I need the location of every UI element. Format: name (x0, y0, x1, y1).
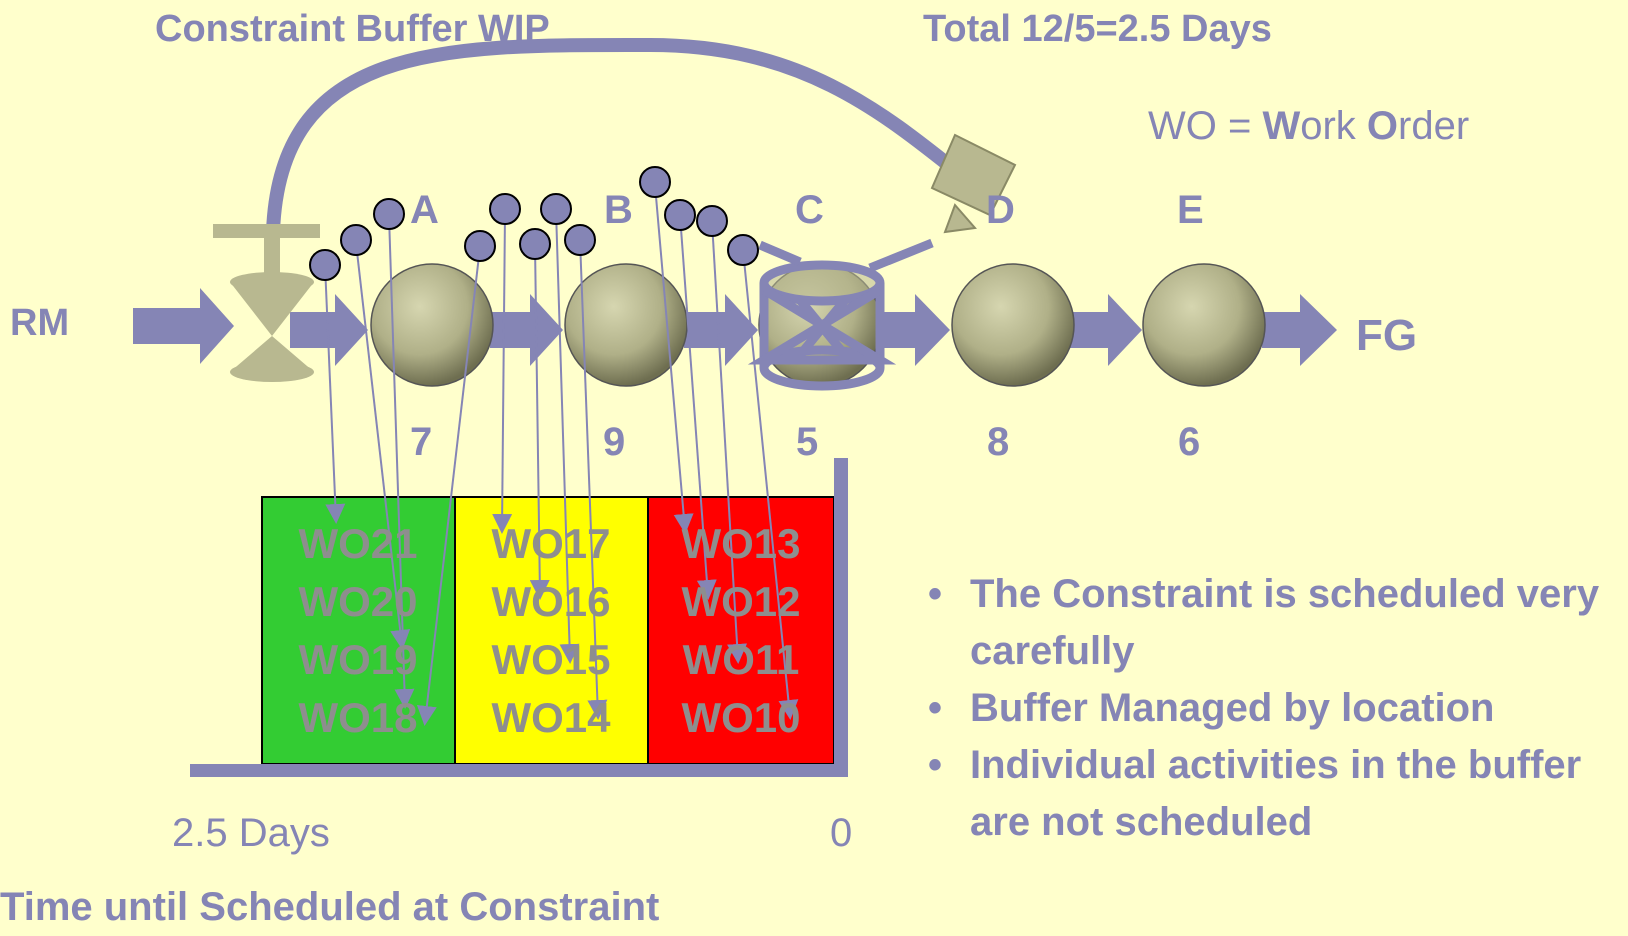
wip-dot (464, 230, 496, 262)
wip-dot (309, 249, 341, 281)
finished-goods-label: FG (1356, 311, 1418, 360)
station-d-ball (951, 263, 1075, 387)
wip-dot (564, 224, 596, 256)
axis-title: Time until Scheduled at Constraint (0, 885, 660, 929)
work-order: WO20 (298, 578, 418, 625)
work-order-legend: WO = Work Order (1148, 104, 1469, 149)
work-order: WO18 (298, 694, 418, 741)
buffer-axis-right-wall (834, 458, 848, 777)
raw-material-label: RM (10, 302, 70, 344)
work-order: WO12 (681, 578, 801, 625)
wip-dot (519, 228, 551, 260)
work-order: WO15 (491, 636, 611, 683)
station-a-number: 7 (410, 420, 433, 464)
flow-arrow-fg (1262, 294, 1337, 366)
axis-left-label: 2.5 Days (172, 811, 330, 855)
buffer-zone-red-orders: WO13 WO12 WO11 WO10 (651, 515, 831, 747)
buffer-sign (930, 133, 1017, 234)
total-days-title: Total 12/5=2.5 Days (923, 8, 1272, 50)
wip-dot (639, 166, 671, 198)
drum-icon (747, 238, 934, 391)
station-e-number: 6 (1178, 420, 1201, 464)
station-a-ball (370, 263, 494, 387)
legend-prefix: WO = (1148, 104, 1263, 148)
station-e-label: E (1177, 188, 1204, 232)
station-e-ball (1142, 263, 1266, 387)
wip-dots (309, 166, 759, 281)
wip-dot (373, 198, 405, 230)
work-order: WO14 (491, 694, 611, 741)
legend-o: O (1366, 104, 1399, 148)
station-c-number: 5 (796, 420, 819, 464)
buffer-axis-baseline (190, 764, 848, 777)
station-a-label: A (410, 188, 439, 232)
wip-dot (696, 205, 728, 237)
bullet-item: Buffer Managed by location (928, 680, 1624, 737)
legend-w: W (1262, 104, 1301, 148)
wip-dot (489, 193, 521, 225)
wip-dot (340, 224, 372, 256)
bullet-item: The Constraint is scheduled very careful… (928, 566, 1624, 680)
work-order: WO19 (298, 636, 418, 683)
work-order: WO13 (681, 520, 801, 567)
flow-arrows (133, 288, 1337, 366)
buffer-zone-yellow (454, 496, 649, 765)
work-order: WO16 (491, 578, 611, 625)
legend-rder: rder (1398, 104, 1470, 148)
flow-arrow-d-e (1070, 294, 1142, 366)
legend-ork: ork (1300, 104, 1367, 148)
bullet-item: Individual activities in the buffer are … (928, 737, 1624, 851)
flow-arrow-gate-a (290, 294, 368, 366)
wip-dot (540, 193, 572, 225)
work-order: WO21 (298, 520, 418, 567)
work-order: WO10 (681, 694, 801, 741)
bullet-list: The Constraint is scheduled very careful… (928, 566, 1624, 851)
buffer-zone-red (647, 496, 835, 765)
flow-arrow-rm (133, 288, 234, 364)
buffer-zone-green-orders: WO21 WO20 WO19 WO18 (268, 515, 448, 747)
wip-dot (727, 234, 759, 266)
work-order: WO11 (682, 636, 800, 683)
station-b-number: 9 (603, 420, 626, 464)
work-order: WO17 (491, 520, 611, 567)
flow-arrow-c-d (880, 294, 950, 366)
release-gate (213, 224, 320, 382)
wip-dot (664, 199, 696, 231)
station-b-label: B (604, 188, 633, 232)
axis-right-label: 0 (830, 811, 853, 855)
station-b-ball (564, 263, 688, 387)
flow-arrow-a-b (490, 294, 563, 366)
buffer-zone-yellow-orders: WO17 WO16 WO15 WO14 (461, 515, 641, 747)
rope-curve (266, 37, 972, 239)
flow-arrow-b-c (684, 294, 758, 366)
station-c-label: C (795, 188, 824, 232)
constraint-buffer-title: Constraint Buffer WIP (155, 8, 550, 50)
station-d-number: 8 (987, 420, 1010, 464)
station-d-label: D (986, 188, 1015, 232)
wo-link-lines (324, 184, 799, 726)
